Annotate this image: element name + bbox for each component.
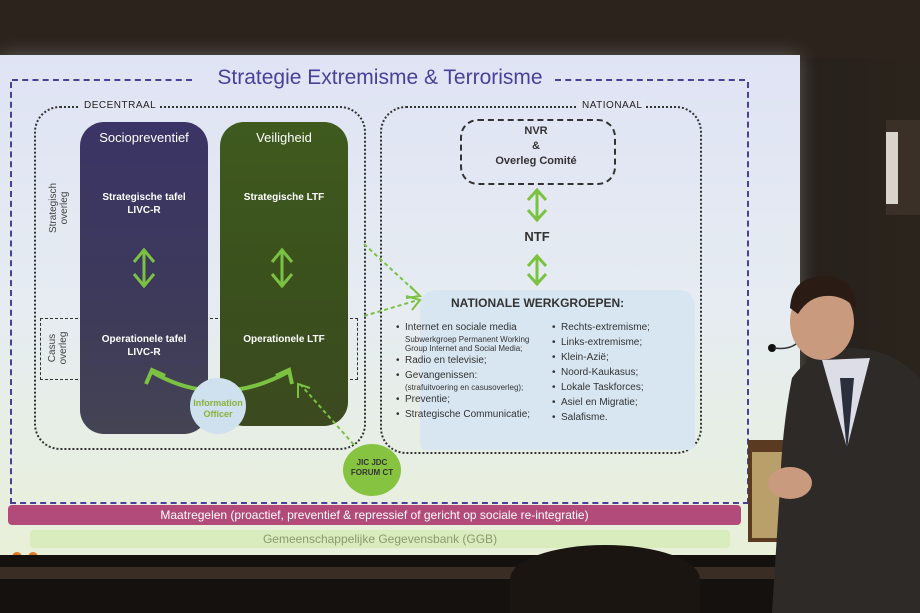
- slide-title: Strategie Extremisme & Terrorisme: [217, 66, 543, 89]
- dotted-connectors: [299, 243, 419, 447]
- veiligheid-heading: Veiligheid: [256, 130, 312, 145]
- nationaal-label: NATIONAAL: [578, 100, 647, 111]
- decentraal-group: [34, 106, 366, 450]
- list-item: Radio en televisie;: [396, 353, 546, 368]
- list-item: Links-extremisme;: [552, 335, 692, 350]
- list-item: Salafisme.: [552, 410, 692, 425]
- strategische-ltf: Strategische LTF: [243, 192, 325, 203]
- title-rule-left: [12, 79, 192, 81]
- information-officer-label: Information Officer: [193, 398, 243, 419]
- wall-top: [0, 0, 920, 58]
- list-item: Internet en sociale media: [396, 320, 546, 335]
- wall-panel-light: [886, 132, 898, 204]
- information-officer-circle: [190, 378, 246, 434]
- operationele-tafel-livcr: Operationele tafel LIVC-R: [101, 334, 187, 358]
- jic-circle: [343, 444, 401, 496]
- nvr-line2: &: [532, 140, 540, 152]
- ntf-label: NTF: [524, 229, 550, 244]
- operationele-ltf: Operationele LTF: [243, 334, 325, 345]
- jic-label: JIC JDC FORUM CT: [350, 458, 394, 477]
- list-item: Noord-Kaukasus;: [552, 365, 692, 380]
- nvr-box: [460, 119, 616, 185]
- list-item: Gevangenissen:: [396, 368, 546, 383]
- maatregelen-text: Maatregelen (proactief, preventief & rep…: [160, 508, 589, 522]
- list-item: Preventie;: [396, 392, 546, 407]
- nvr-text: NVR & Overleg Comité: [460, 124, 612, 169]
- ggb-bar: [30, 530, 730, 548]
- list-item: Strategische Communicatie;: [396, 407, 546, 422]
- list-item: Asiel en Migratie;: [552, 395, 692, 410]
- sociopreventief-heading: Sociopreventief: [99, 130, 189, 145]
- nvr-line3: Overleg Comité: [495, 155, 577, 167]
- audience-head: [510, 545, 700, 613]
- werkgroepen-left-list: Internet en sociale media Subwerkgroep P…: [396, 320, 546, 422]
- werkgroepen-right-list: Rechts-extremisme; Links-extremisme; Kle…: [552, 320, 692, 425]
- list-item-sub: Subwerkgroep Permanent Working Group Int…: [405, 335, 530, 353]
- nationaal-group: [380, 106, 702, 454]
- updown-arrow-icon: [132, 247, 156, 289]
- decentraal-label: DECENTRAAL: [80, 100, 161, 111]
- list-item-sub: (strafuitvoering en casusoverleg);: [405, 383, 524, 392]
- updown-arrow-icon: [270, 247, 294, 289]
- updown-arrow-icon: [526, 253, 548, 287]
- nvr-line1: NVR: [524, 125, 548, 137]
- list-item: Klein-Azië;: [552, 350, 692, 365]
- list-item: Lokale Taskforces;: [552, 380, 692, 395]
- maatregelen-bar: [8, 505, 741, 525]
- title-rule-right: [555, 79, 745, 81]
- ggb-text: Gemeenschappelijke Gegevensbank (GGB): [262, 532, 498, 546]
- list-item: Rechts-extremisme;: [552, 320, 692, 335]
- slide-outer-frame: [10, 82, 749, 504]
- werkgroepen-title: NATIONALE WERKGROEPEN:: [451, 296, 625, 310]
- presenter: [768, 275, 920, 613]
- strategische-tafel-livcr: Strategische tafel LIVC-R: [102, 192, 186, 216]
- floor: [0, 555, 920, 613]
- updown-arrow-icon: [526, 187, 548, 223]
